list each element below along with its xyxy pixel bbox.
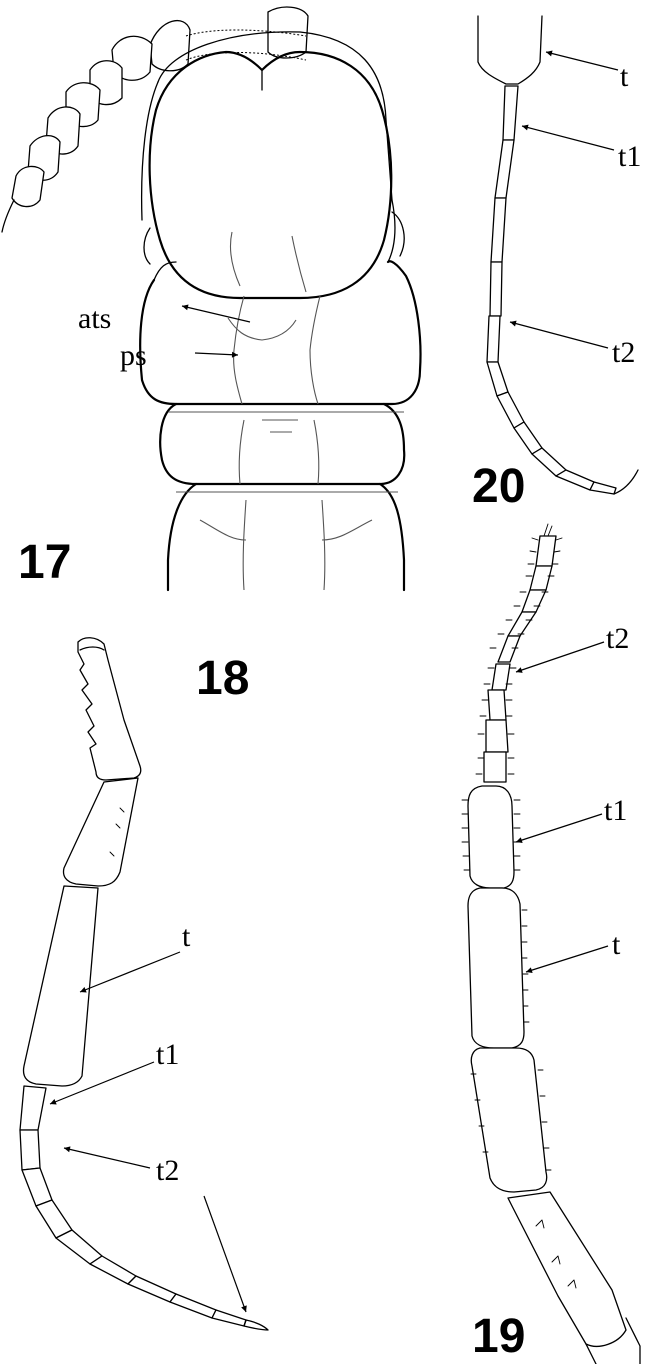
figure-18-leg-drawing xyxy=(19,637,269,1331)
fig18-t2-arrow-distal xyxy=(203,1195,247,1313)
figure-19-leg-drawing xyxy=(461,523,641,1364)
fig18-t-arrow xyxy=(79,951,181,993)
fig17-body-ring-2 xyxy=(159,402,406,486)
fig20-label-t2: t2 xyxy=(612,336,635,369)
fig18-proximal-podomere xyxy=(77,637,142,781)
fig20-label-t: t xyxy=(620,60,629,93)
fig17-ats-arrow xyxy=(181,304,251,323)
figure-20-leg-drawing xyxy=(477,15,639,495)
fig19-setae xyxy=(461,537,563,1171)
fig20-t-arrow xyxy=(545,50,619,71)
fig20-femur-tip xyxy=(477,15,543,85)
fig17-label-ats: ats xyxy=(78,302,111,335)
fig17-body-ring-3 xyxy=(166,482,406,592)
fig20-t2-arrow xyxy=(509,320,609,349)
fig18-number: 18 xyxy=(196,652,249,705)
fig20-number: 20 xyxy=(472,460,525,513)
fig19-t2-arrow xyxy=(515,641,605,673)
fig18-t1-arrow xyxy=(49,1061,155,1105)
fig20-label-t1: t1 xyxy=(618,140,641,173)
fig19-label-t2: t2 xyxy=(606,622,629,655)
fig19-label-t1: t1 xyxy=(604,794,627,827)
fig18-label-t1: t1 xyxy=(156,1038,179,1071)
fig17-number: 17 xyxy=(18,536,71,589)
fig17-ps-arrow xyxy=(194,351,239,358)
fig17-head-capsule xyxy=(148,50,393,300)
fig19-number: 19 xyxy=(472,1310,525,1363)
fig17-label-ps: ps xyxy=(120,339,147,372)
fig18-t2-arrow xyxy=(63,1146,151,1169)
fig18-label-t: t xyxy=(182,920,191,953)
fig19-t1-arrow xyxy=(515,813,603,843)
fig19-label-t: t xyxy=(612,928,621,961)
fig19-t-arrow xyxy=(525,945,609,974)
fig20-t1-arrow xyxy=(521,124,615,151)
fig17-collum xyxy=(139,260,422,406)
fig18-label-t2: t2 xyxy=(156,1154,179,1187)
fig17-antenna xyxy=(1,20,191,233)
figure-17-head-drawing xyxy=(1,6,422,592)
